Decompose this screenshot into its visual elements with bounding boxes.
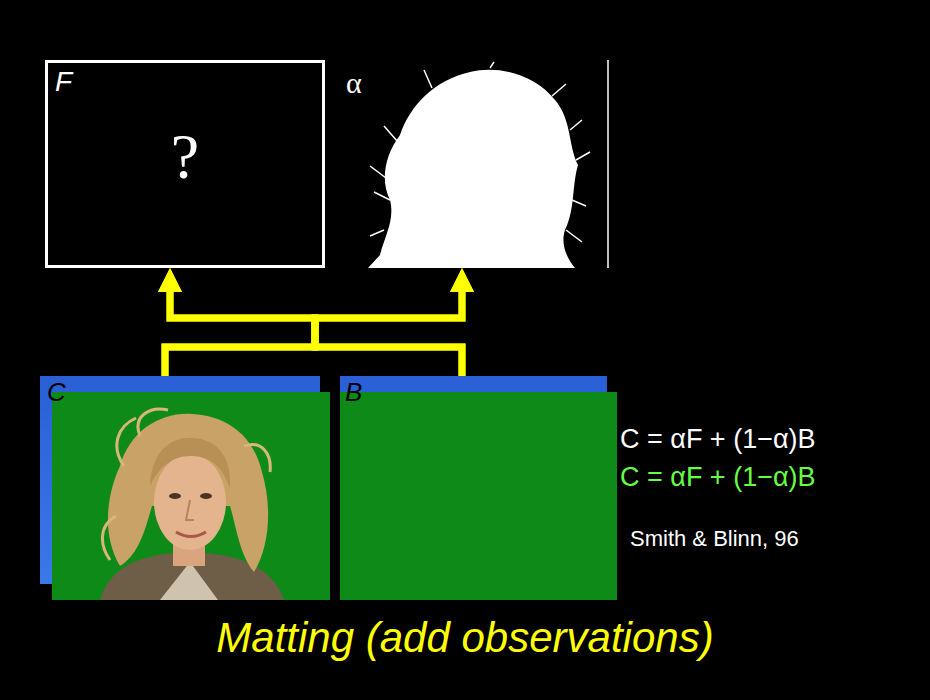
- flow-arrow: [165, 292, 315, 376]
- citation: Smith & Blinn, 96: [630, 526, 799, 551]
- matting-equation: C = αF + (1−α)B: [620, 462, 816, 493]
- variable-label: C: [47, 378, 66, 408]
- slide-title: Matting (add observations): [0, 614, 930, 662]
- composite-image-card-drawing: [40, 376, 330, 600]
- variable-label: F: [55, 66, 72, 98]
- flow-arrow: [165, 292, 462, 376]
- unknown-foreground-box: F?: [45, 60, 325, 268]
- variable-label: α: [346, 66, 362, 101]
- background-image-card: B: [340, 376, 617, 600]
- alpha-matte-box: α: [340, 60, 608, 268]
- flow-arrow: [170, 292, 462, 376]
- variable-label: B: [345, 378, 362, 408]
- question-mark: ?: [45, 120, 325, 194]
- flow-arrow: [315, 292, 462, 376]
- composite-image-card: C: [40, 376, 330, 600]
- matting-equation: C = αF + (1−α)B: [620, 424, 816, 455]
- alpha-matte-box-drawing: [340, 60, 608, 268]
- background-image-card-drawing: [340, 376, 617, 600]
- divider-line: [607, 60, 609, 268]
